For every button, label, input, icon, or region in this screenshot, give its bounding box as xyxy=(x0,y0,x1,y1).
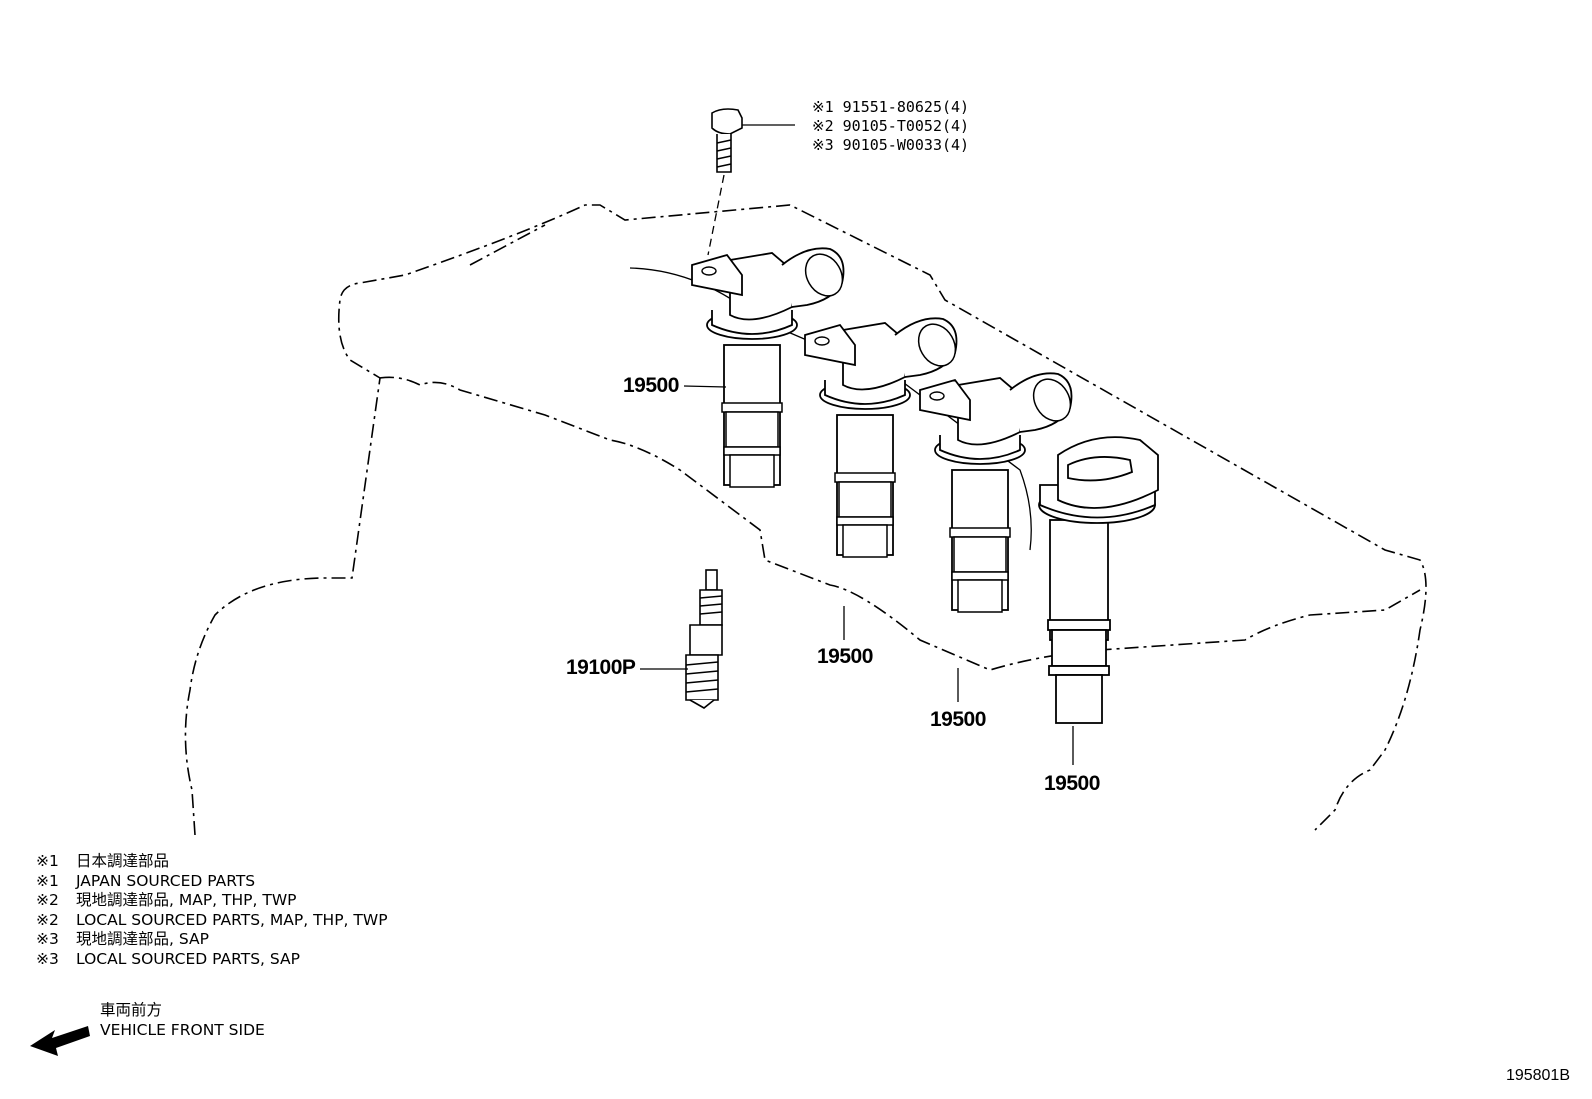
callout-coil-3[interactable]: 19500 xyxy=(930,708,986,731)
bolt-pn-row-3: ※3 90105-W0033(4) xyxy=(812,136,970,154)
front-label-en: VEHICLE FRONT SIDE xyxy=(100,1021,265,1039)
callout-coil-4[interactable]: 19500 xyxy=(1044,772,1100,795)
vehicle-front-label: 車両前方 VEHICLE FRONT SIDE xyxy=(100,1000,265,1040)
bolt-part-numbers: ※1 91551-80625(4) ※2 90105-T0052(4) ※3 9… xyxy=(812,98,969,155)
illustration-code: 195801B xyxy=(1505,1067,1570,1084)
front-label-jp: 車両前方 xyxy=(100,1001,163,1019)
callout-coil-2[interactable]: 19500 xyxy=(817,645,873,668)
leader-lines xyxy=(640,385,1074,765)
ignition-coil-4 xyxy=(1038,436,1159,724)
bolt-pn-row-1: ※1 91551-80625(4) xyxy=(812,98,970,116)
callout-spark-plug[interactable]: 19100P xyxy=(566,656,636,679)
front-arrow-icon xyxy=(30,1026,90,1056)
callout-coil-1[interactable]: 19500 xyxy=(623,374,679,397)
spark-plug xyxy=(685,569,723,709)
ignition-coil-1 xyxy=(691,246,851,488)
engine-outline xyxy=(184,204,1427,836)
bolt xyxy=(707,108,795,256)
bolt-pn-row-2: ※2 90105-T0052(4) xyxy=(812,117,970,135)
ignition-coil-2 xyxy=(804,316,964,558)
